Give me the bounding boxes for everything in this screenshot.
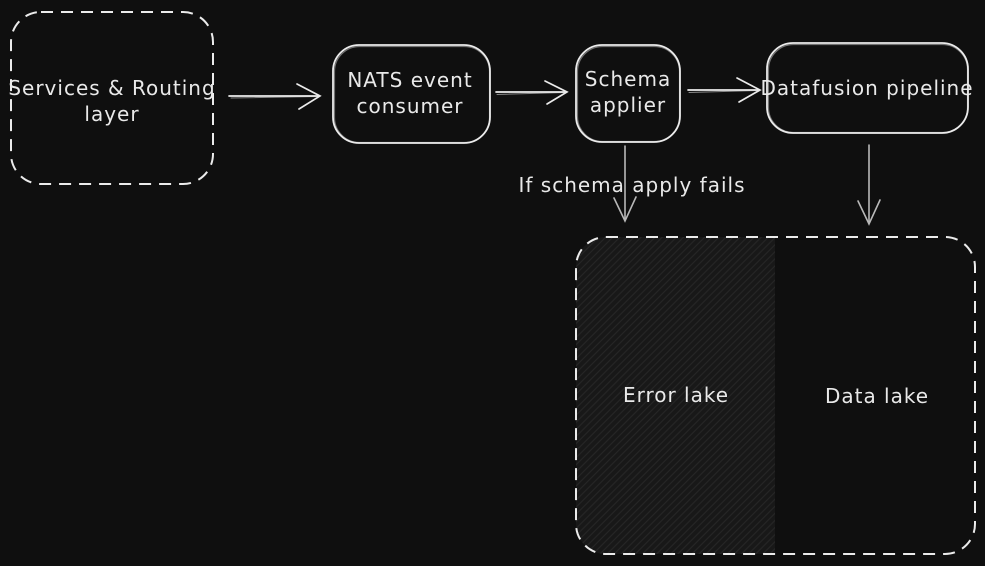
arrow-nats-to-schema <box>495 80 569 105</box>
data-lake-label: Data lake <box>824 384 930 408</box>
arrow-schema-to-datafusion <box>687 77 762 103</box>
services-routing-label-line1: Services & Routing <box>8 76 216 100</box>
datafusion-pipeline-box-sketch <box>767 43 969 134</box>
arrow-datafusion-to-data-lake <box>857 144 881 226</box>
nats-consumer-label: NATS event consumer <box>347 67 472 119</box>
nats-consumer-box <box>332 44 491 144</box>
nats-consumer-label-line2: consumer <box>356 94 464 118</box>
nats-consumer-label-line1: NATS event <box>347 68 473 92</box>
arrow-services-to-nats <box>228 83 322 110</box>
schema-applier-label-line2: applier <box>589 93 667 117</box>
datafusion-pipeline-label: Datafusion pipeline <box>760 76 974 100</box>
datafusion-pipeline-box <box>766 42 969 134</box>
schema-applier-box-sketch <box>576 45 681 143</box>
schema-applier-label-line1: Schema <box>584 67 672 91</box>
schema-applier-label: Schema applier <box>585 66 671 118</box>
services-routing-box <box>10 11 214 185</box>
services-routing-label-line2: layer <box>84 102 140 126</box>
schema-applier-box <box>575 44 681 143</box>
error-lake-hatched-region <box>576 237 775 554</box>
services-routing-label: Services & Routing layer <box>8 75 215 127</box>
lake-container-box <box>575 236 976 555</box>
nats-consumer-box-sketch <box>333 45 491 144</box>
arrow-schema-to-error-lake <box>613 145 637 223</box>
schema-fail-annotation: If schema apply fails <box>518 173 746 197</box>
error-lake-label: Error lake <box>622 383 730 407</box>
